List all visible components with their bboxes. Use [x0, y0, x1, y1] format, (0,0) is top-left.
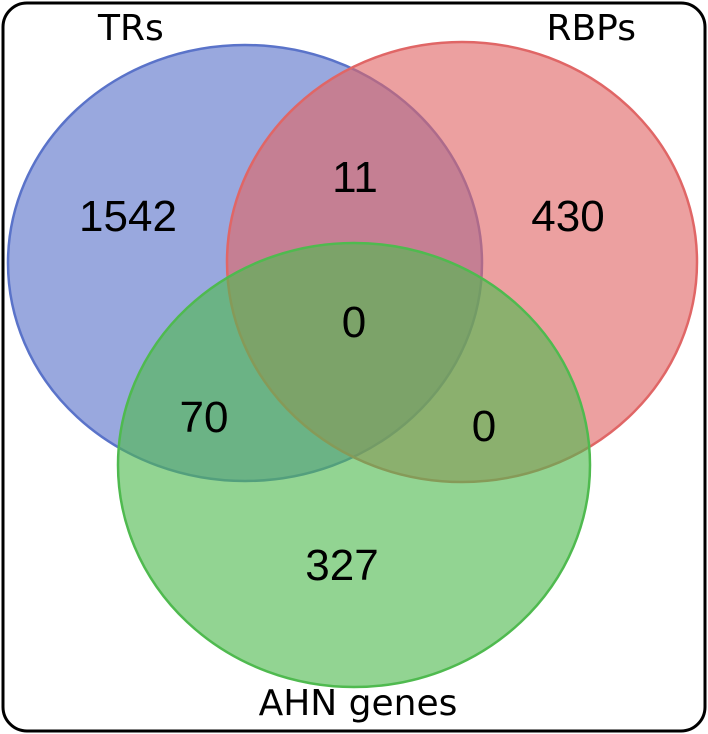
trs-label: TRs: [97, 8, 164, 49]
trs-rbps-count: 11: [332, 153, 378, 202]
rbps-only-count: 430: [531, 192, 604, 241]
rbps-label: RBPs: [546, 8, 636, 49]
ahn-genes-circle: [116, 241, 592, 689]
all-three-count: 0: [342, 298, 366, 347]
ahn-only-count: 327: [305, 541, 378, 590]
trs-only-count: 1542: [79, 192, 177, 241]
trs-ahn-count: 70: [180, 393, 229, 442]
rbps-ahn-count: 0: [472, 402, 496, 451]
ahn-genes-label: AHN genes: [259, 683, 458, 724]
